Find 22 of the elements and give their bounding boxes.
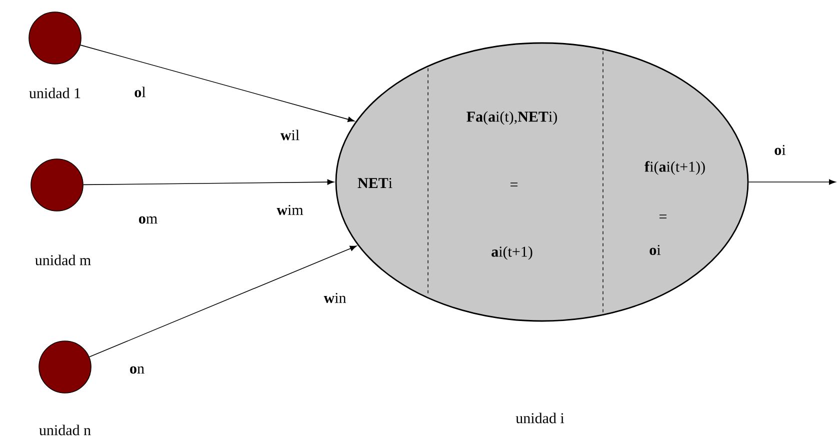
edge-label: om xyxy=(139,216,158,224)
formula-text: = xyxy=(510,182,518,186)
unit-label: unidad m xyxy=(35,254,91,266)
arrow xyxy=(83,179,334,186)
formula-text: Fa(ai(t),NETi) xyxy=(466,111,557,125)
formula-text: oi xyxy=(650,244,661,256)
weight-label: wim xyxy=(276,204,304,216)
edge-label: oi xyxy=(774,144,786,156)
unit-label: unidad 1 xyxy=(29,88,80,98)
unit-label: unidad n xyxy=(39,424,91,436)
weight-label: wil xyxy=(279,128,301,142)
formula-text: NETi xyxy=(358,178,392,188)
arrow xyxy=(89,246,357,358)
edge-label: on xyxy=(130,366,144,374)
weight-label: unidad i xyxy=(514,412,566,424)
weight-label: win xyxy=(322,292,348,304)
arrow xyxy=(80,44,355,122)
edge-label: ol xyxy=(134,86,146,98)
formula-text: = xyxy=(660,214,666,218)
arrow xyxy=(748,179,836,185)
formula-text: ai(t+1) xyxy=(492,246,532,260)
formula-text: fi(ai(t+1)) xyxy=(644,161,705,175)
